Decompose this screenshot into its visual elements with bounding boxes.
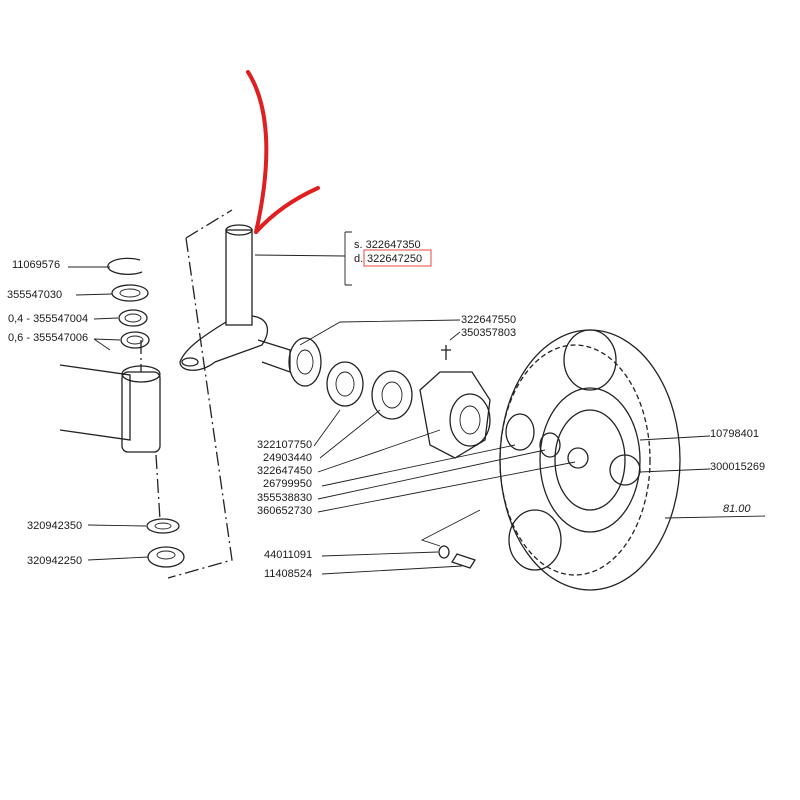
part-label: 355547030 xyxy=(7,289,62,301)
wheel-reference: 81.00 xyxy=(723,503,751,515)
part-label: 320942250 xyxy=(27,555,82,567)
leader-lines xyxy=(68,231,766,575)
part-label: 322647450 xyxy=(257,465,312,477)
part-label: 0,4 - 355547004 xyxy=(8,313,88,325)
wheel xyxy=(499,329,681,591)
part-label: 350357803 xyxy=(461,327,516,339)
part-label: 360652730 xyxy=(257,505,312,517)
part-label: 26799950 xyxy=(263,478,312,490)
part-label-highlighted: 322647250 xyxy=(367,253,422,265)
part-label: 24903440 xyxy=(263,452,312,464)
steering-knuckle xyxy=(179,224,291,373)
part-label-right-prefix: d. xyxy=(354,253,363,265)
part-label: 322647550 xyxy=(461,314,516,326)
part-label-left: s. 322647350 xyxy=(354,239,421,251)
part-label: 355538830 xyxy=(257,492,312,504)
highlight-box xyxy=(363,249,432,267)
part-label: 0,6 - 355547006 xyxy=(8,332,88,344)
assembly-frame xyxy=(167,209,233,579)
part-label: 44011091 xyxy=(264,549,312,561)
part-label: 322107750 xyxy=(257,439,312,451)
part-label: 10798401 xyxy=(710,428,759,440)
part-label: 300015269 xyxy=(710,461,765,473)
part-label: 320942350 xyxy=(27,520,82,532)
part-label: 11069576 xyxy=(12,259,60,271)
washers-left xyxy=(107,257,185,568)
red-arrow-icon xyxy=(246,70,320,234)
part-label: 11408524 xyxy=(264,568,312,580)
axle-beam xyxy=(59,340,161,521)
hub-parts xyxy=(288,337,641,569)
